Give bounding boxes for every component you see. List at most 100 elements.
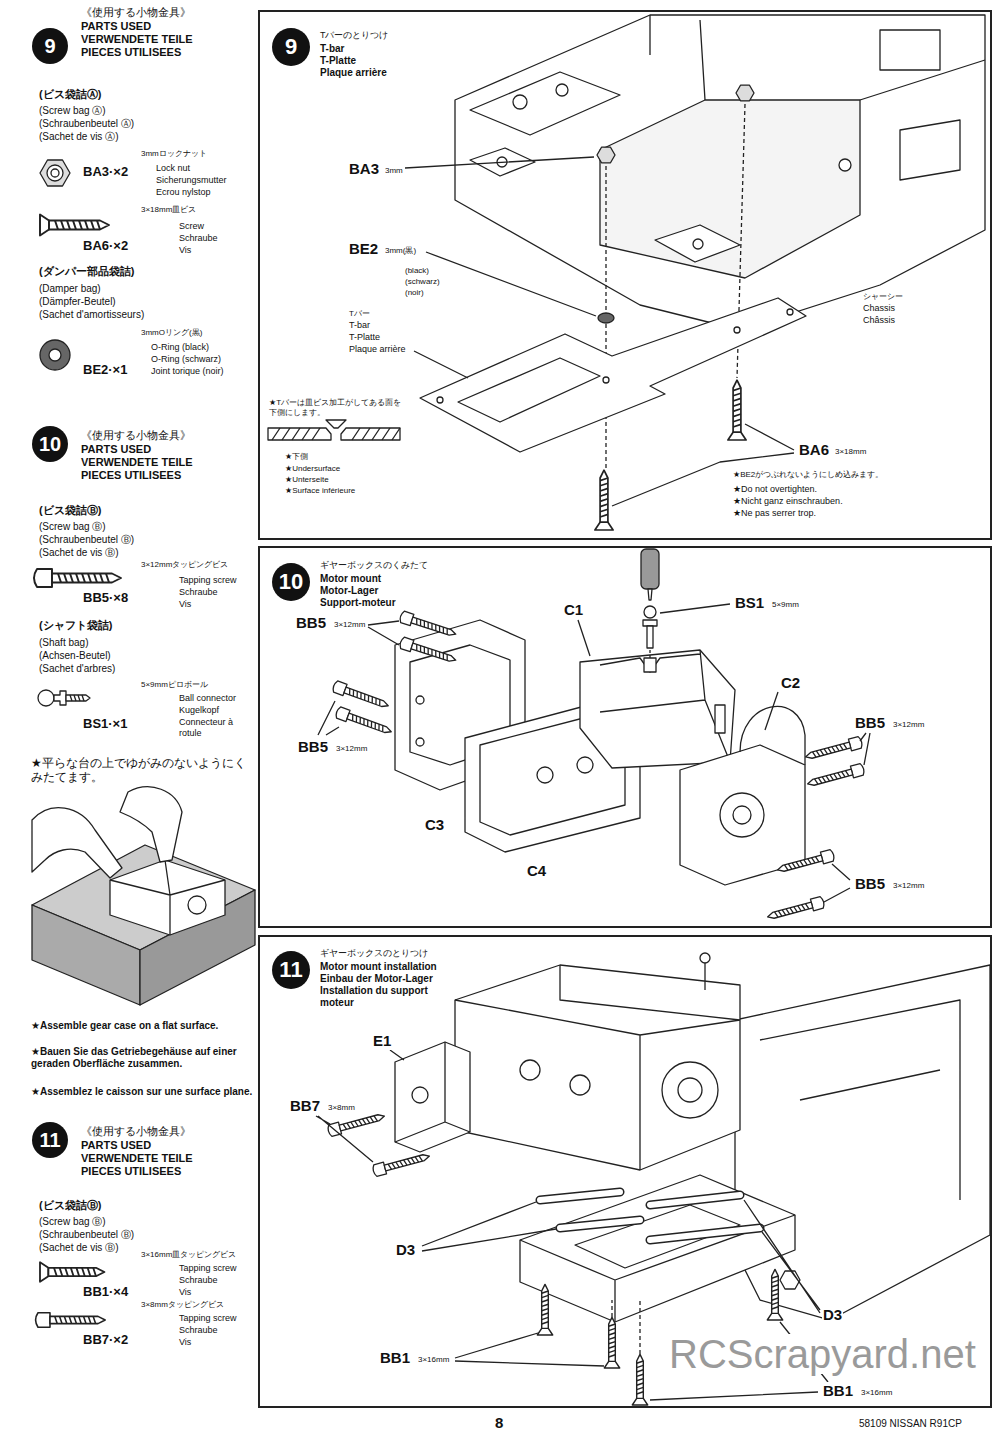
lock-nut-icon: [40, 160, 70, 186]
ball-connector-icon: [38, 690, 90, 706]
screw: [595, 470, 613, 530]
note-text: 3×12mm: [892, 720, 925, 730]
note-text: 3×12mm: [892, 881, 925, 891]
screw: [776, 849, 835, 876]
part-callout: BB1: [822, 1382, 854, 1400]
note-text: ★Do not overtighten.: [732, 484, 818, 495]
note-text: Schraube: [178, 1275, 219, 1286]
screw: [804, 736, 863, 763]
panel-title: Motor mount installation: [320, 961, 437, 973]
note-text: Tapping screw: [178, 575, 238, 586]
drawing-part: [537, 767, 553, 783]
assembly-line: [606, 104, 745, 470]
step-number: 9: [44, 36, 55, 56]
chassis-drawing: [735, 965, 990, 1320]
drawing-part: [395, 1042, 470, 1142]
screw: [399, 637, 458, 666]
drawing-part: [420, 298, 806, 452]
panel-title: Plaque arrière: [320, 67, 387, 79]
note-text: Chassis: [862, 303, 896, 314]
drawing-part: [603, 377, 609, 383]
note-text: Schraube: [178, 587, 219, 598]
drawing-part: [47, 165, 63, 181]
drawing-part: [600, 650, 730, 762]
note-text: (Sachet d'arbres): [38, 663, 116, 675]
step-number-badge: 10: [272, 563, 310, 601]
screw: [766, 896, 825, 923]
note-text: (ダンパー部品袋詰): [38, 265, 135, 278]
drawing-part: [326, 420, 346, 428]
lock-nut: [597, 85, 754, 163]
part-callout: BB7·×2: [82, 1332, 129, 1348]
note-text: (noir): [404, 288, 425, 298]
note-text: (Schraubenbeutel Ⓑ): [38, 534, 135, 546]
note-text: PARTS USED: [80, 443, 152, 456]
note-text: PIECES UTILISEES: [80, 1165, 182, 1178]
drawing-part: [736, 85, 754, 101]
drawing-part: [470, 72, 620, 135]
note-text: O-Ring (black): [150, 342, 210, 353]
drawing-part: [643, 620, 657, 626]
c2-part: [680, 706, 805, 885]
note-text: Kugelkopf: [178, 705, 220, 716]
drawing-part: [40, 340, 70, 370]
drawing-part: [520, 1175, 795, 1322]
panel-title: T-bar: [320, 43, 344, 55]
note-text: ★BE2がつぶれないようにしめ込みます。: [732, 470, 884, 480]
drawing-part: [395, 1042, 470, 1152]
note-text: ★Nicht ganz einschrauben.: [732, 496, 844, 507]
note-text: Vis: [178, 1287, 192, 1298]
assembly-line: [649, 650, 650, 658]
note-text: Ball connector: [178, 693, 237, 704]
note-text: Vis: [178, 599, 192, 610]
note-text: (Sachet de vis Ⓐ): [38, 131, 119, 143]
drawing-part: [49, 349, 61, 361]
drawing-part: [704, 963, 705, 990]
screw-icon: [34, 569, 121, 587]
part-callout: D3: [822, 1306, 843, 1324]
note-text: T-Platte: [348, 332, 381, 343]
drawing-part: [577, 757, 593, 773]
e1-part: [395, 1042, 470, 1152]
part-callout: BB5: [854, 875, 886, 893]
note-text: Châssis: [862, 315, 896, 326]
drawing-part: [734, 327, 740, 333]
drawing-part: [787, 309, 793, 315]
o-ring: [598, 313, 614, 323]
drawing-part: [188, 896, 206, 914]
note-text: 3×18mm皿ビス: [140, 205, 197, 215]
drawing-part: [40, 160, 70, 186]
drawing-part: [650, 15, 985, 100]
note-text: (Schraubenbeutel Ⓑ): [38, 1229, 135, 1241]
part-callout: BB5: [295, 614, 327, 632]
leader-line: [405, 157, 794, 506]
panel-title: Installation du support moteur: [320, 985, 450, 1009]
note-text: (Sachet de vis Ⓑ): [38, 547, 119, 559]
note-text: Joint torique (noir): [150, 366, 225, 377]
drawing-part: [110, 860, 225, 935]
note-text: 《使用する小物金具》: [80, 6, 192, 19]
note-text: 《使用する小物金具》: [80, 429, 192, 442]
drawing-part: [416, 696, 424, 704]
note-text: 3mm: [384, 166, 404, 176]
drawing-part: [720, 793, 764, 837]
screw: [335, 706, 394, 737]
note-text: 3×8mmタッピングビス: [140, 1300, 225, 1310]
note-text: Tapping screw: [178, 1313, 238, 1324]
watermark: RCScrapyard.net: [668, 1334, 977, 1374]
drawing-part: [455, 15, 985, 330]
note-text: ★Assemblez le caisson sur une surface pl…: [30, 1086, 257, 1098]
note-text: (Screw bag Ⓑ): [38, 521, 107, 533]
drawing-part: [513, 95, 527, 109]
drawing-part: [644, 658, 656, 672]
part-callout: BE2·×1: [82, 362, 128, 378]
ball-stud: [643, 606, 657, 648]
step-number-badge: 11: [32, 1122, 68, 1158]
screw: [537, 1284, 552, 1335]
drawing-part: [733, 806, 751, 824]
part-callout: BA6·×2: [82, 238, 129, 254]
part-callout: BB7: [289, 1097, 321, 1115]
note-text: 3×16mm: [860, 1388, 893, 1398]
